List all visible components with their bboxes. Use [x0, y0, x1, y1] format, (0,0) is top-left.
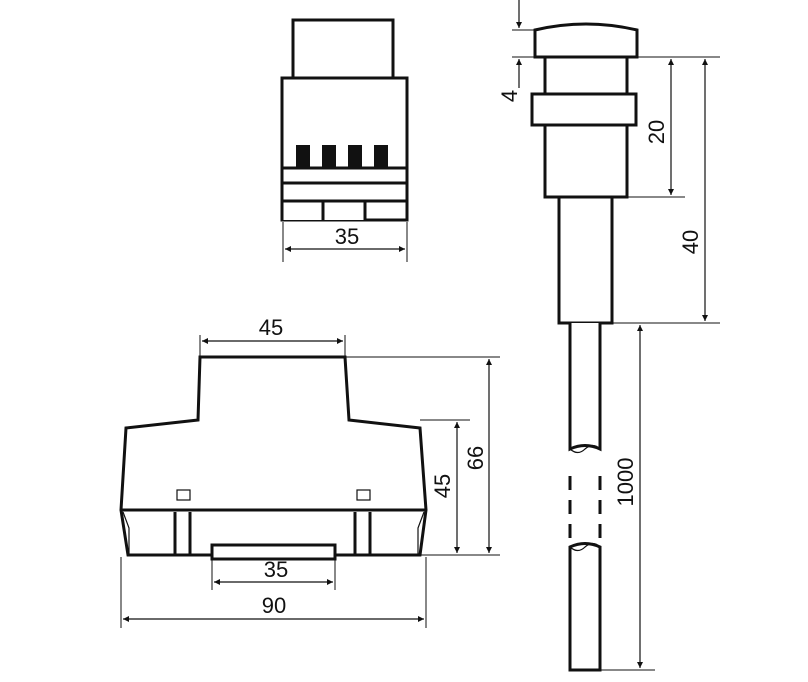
- probe-thread: [543, 55, 629, 199]
- sensor-probe: 4 20 40 1000: [497, 0, 720, 672]
- dim-label-total-height: 66: [463, 446, 488, 470]
- dim-label-total-width: 90: [262, 593, 286, 618]
- dim-label-body-height: 45: [430, 474, 455, 498]
- front-view-body: [119, 355, 428, 557]
- top-view-cover: [291, 18, 395, 80]
- front-view: 45 35 90 45 66: [119, 315, 500, 628]
- dim-label-rail-width: 35: [264, 557, 288, 582]
- top-view-terminals: [296, 145, 388, 168]
- latch-slot-left: [176, 489, 191, 501]
- terminal: [322, 145, 336, 168]
- dim-label-total-length: 40: [678, 230, 703, 254]
- terminal: [374, 145, 388, 168]
- probe-nut: [530, 92, 638, 127]
- dim-label-cap-height: 4: [497, 90, 522, 102]
- dim-label-cable-length: 1000: [613, 458, 638, 507]
- dim-label-thread-length: 20: [644, 120, 669, 144]
- latch-slot-right: [356, 489, 371, 501]
- dim-label-top-width: 35: [335, 224, 359, 249]
- probe-stem: [557, 195, 614, 325]
- din-rail-clip: [210, 543, 337, 561]
- terminal: [348, 145, 362, 168]
- terminal: [296, 145, 310, 168]
- dim-label-front-top-width: 45: [259, 315, 283, 340]
- probe-cap: [533, 22, 639, 59]
- cable-lower: [568, 542, 602, 672]
- top-view: 35: [280, 18, 409, 262]
- cable-upper: [568, 323, 602, 452]
